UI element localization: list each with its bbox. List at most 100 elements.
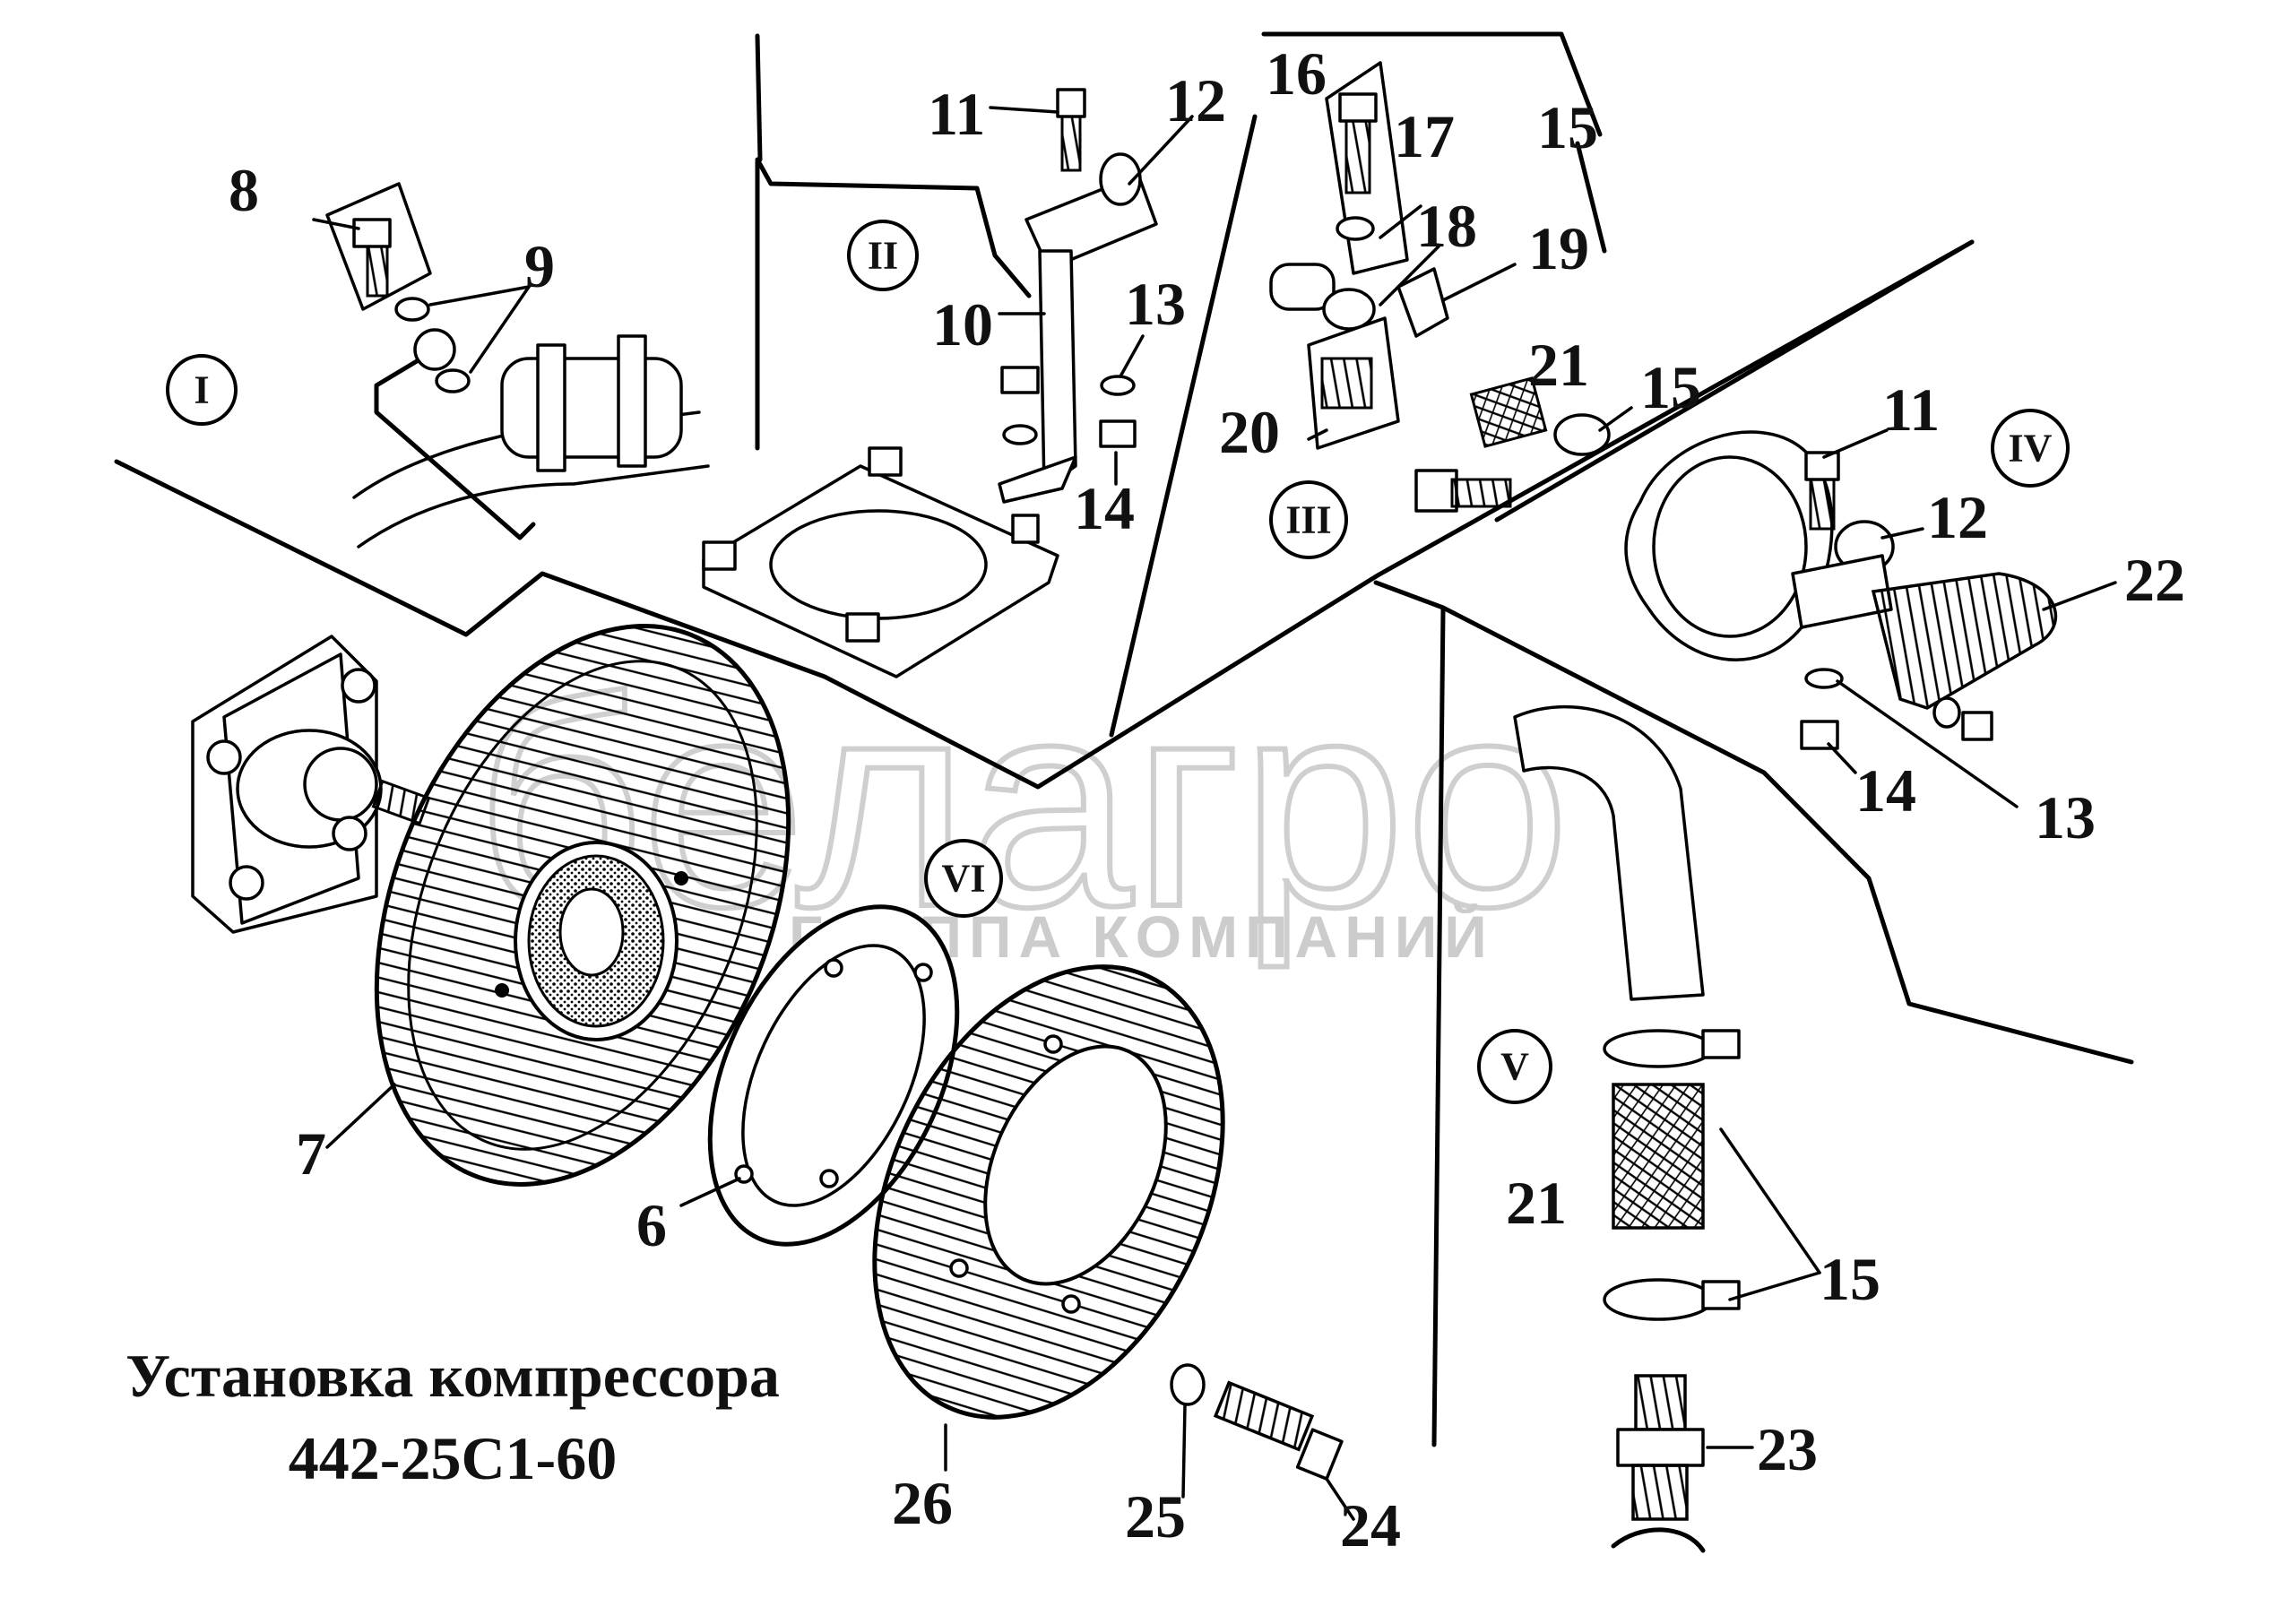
caption-line-2: 442-25С1-60	[289, 1424, 617, 1492]
washer-13-iv	[1804, 668, 1844, 689]
bolt-head-d	[332, 816, 367, 851]
bracket-22	[1871, 572, 2058, 710]
pipe-line	[374, 356, 536, 540]
label-14-ii: 14	[1074, 474, 1135, 542]
elbow-pipe	[1513, 704, 1705, 1001]
label-11-iv: 11	[1882, 376, 1940, 444]
hub-boss	[303, 747, 378, 822]
flange-nut-3	[845, 612, 880, 643]
label-13-iv: 13	[2035, 783, 2096, 851]
section-dividers	[114, 31, 2134, 1447]
fitting-23-hex	[1616, 1428, 1705, 1467]
washer-iv-small	[1932, 696, 1961, 729]
label-15-v: 15	[1820, 1245, 1880, 1313]
washer-9a	[394, 297, 430, 322]
bolt-head-b	[206, 739, 242, 775]
bolt-head-c	[229, 865, 264, 901]
divider-diagonal-2	[1109, 114, 1258, 738]
fitting-23-top	[1634, 1374, 1687, 1431]
bolt-8-head	[352, 218, 392, 248]
gear-hub-bore	[558, 887, 625, 977]
nut-14-iv	[1800, 720, 1839, 750]
bracket-19	[1396, 267, 1449, 338]
group-15-bracket-tail	[1575, 141, 1607, 254]
view-label-5: V	[1500, 1045, 1529, 1089]
view-label-2: II	[868, 234, 898, 278]
hose-21	[1612, 1083, 1705, 1230]
label-18: 18	[1416, 192, 1477, 260]
label-12-ii: 12	[1165, 66, 1226, 134]
label-7: 7	[296, 1119, 326, 1188]
view-1-assembly	[312, 182, 710, 549]
divider-upper-line	[114, 239, 1975, 790]
label-20: 20	[1219, 398, 1280, 466]
flange-stud-4	[1011, 514, 1040, 544]
washer-25	[1170, 1363, 1206, 1406]
ring-18	[1322, 288, 1376, 331]
clamp-15-v-lower	[1603, 1278, 1714, 1321]
view-markers: I II III IV V VI	[166, 220, 2070, 1104]
washer-10-left	[1002, 424, 1038, 445]
bolt-24-head	[1295, 1428, 1344, 1481]
label-14-iv: 14	[1855, 756, 1916, 825]
label-10: 10	[932, 290, 993, 358]
label-22: 22	[2124, 546, 2185, 614]
view-3-assembly	[1269, 61, 1633, 513]
view-label-1: I	[194, 368, 209, 412]
label-8: 8	[229, 156, 259, 224]
group-15-bracket	[1261, 31, 1603, 137]
bracket-10-foot	[998, 455, 1077, 504]
label-17: 17	[1394, 102, 1455, 170]
banjo-fitting	[413, 328, 456, 371]
clamp-15-v-upper	[1603, 1029, 1714, 1068]
bolt-11-iv-head	[1804, 451, 1840, 481]
part-labels: 8 9 11 12 10 13 14 16 17 15 18 19 21 15 …	[229, 39, 2185, 1559]
disk-bore	[983, 1044, 1168, 1286]
label-6: 6	[636, 1191, 667, 1259]
bolt-11-iv-thread	[1809, 478, 1836, 531]
washer-17	[1336, 216, 1375, 241]
view-2-assembly	[702, 88, 1194, 678]
flange-nut-2	[868, 446, 903, 477]
cover-bore	[1652, 455, 1808, 638]
view-5-assembly	[1513, 704, 1821, 1553]
divider-vertical-v	[1431, 607, 1446, 1447]
clamp-12-eye	[1099, 152, 1142, 206]
compressor-cylinder	[500, 357, 683, 459]
bolt-16-thread	[1344, 119, 1371, 194]
view-4-assembly	[1624, 428, 2117, 808]
gear-disk-7	[325, 624, 791, 1187]
fitting-23-thread	[1631, 1464, 1689, 1521]
label-11-ii: 11	[928, 80, 985, 148]
label-15-iii-top: 15	[1537, 93, 1598, 161]
clamp-15-v-lower-screw	[1701, 1280, 1741, 1310]
bracket-10-leg	[1038, 249, 1077, 490]
bolt-11-head	[1056, 88, 1086, 118]
label-15-iii: 15	[1640, 353, 1701, 421]
bolt-16-head	[1338, 92, 1378, 123]
flange-nut-1	[702, 540, 737, 571]
divider-bracket-line	[755, 157, 1032, 298]
view-label-6: VI	[942, 857, 986, 901]
divider-right-diagonal	[1494, 239, 1975, 523]
bolt-head-iii	[1414, 469, 1458, 513]
washer-13	[1100, 375, 1136, 396]
nut-iv-small	[1961, 711, 1993, 741]
label-13-ii: 13	[1125, 270, 1186, 338]
divider-vertical-top	[755, 33, 763, 162]
bolt-24-thread	[1213, 1380, 1315, 1452]
disk-26	[872, 964, 1225, 1472]
gasket-inner	[741, 944, 926, 1207]
label-21-v: 21	[1506, 1169, 1567, 1237]
label-26: 26	[892, 1469, 953, 1537]
fitting-body	[1269, 263, 1336, 311]
label-23: 23	[1757, 1415, 1818, 1483]
clamp-15-top	[1553, 413, 1611, 456]
drive-flange	[191, 635, 431, 934]
bolt-24-washer-25	[1170, 1363, 1355, 1521]
pipe-end	[1611, 1527, 1706, 1553]
label-21-iii: 21	[1528, 331, 1589, 399]
caption: Установка компрессора 442-25С1-60	[125, 1342, 780, 1492]
label-16: 16	[1266, 39, 1327, 108]
